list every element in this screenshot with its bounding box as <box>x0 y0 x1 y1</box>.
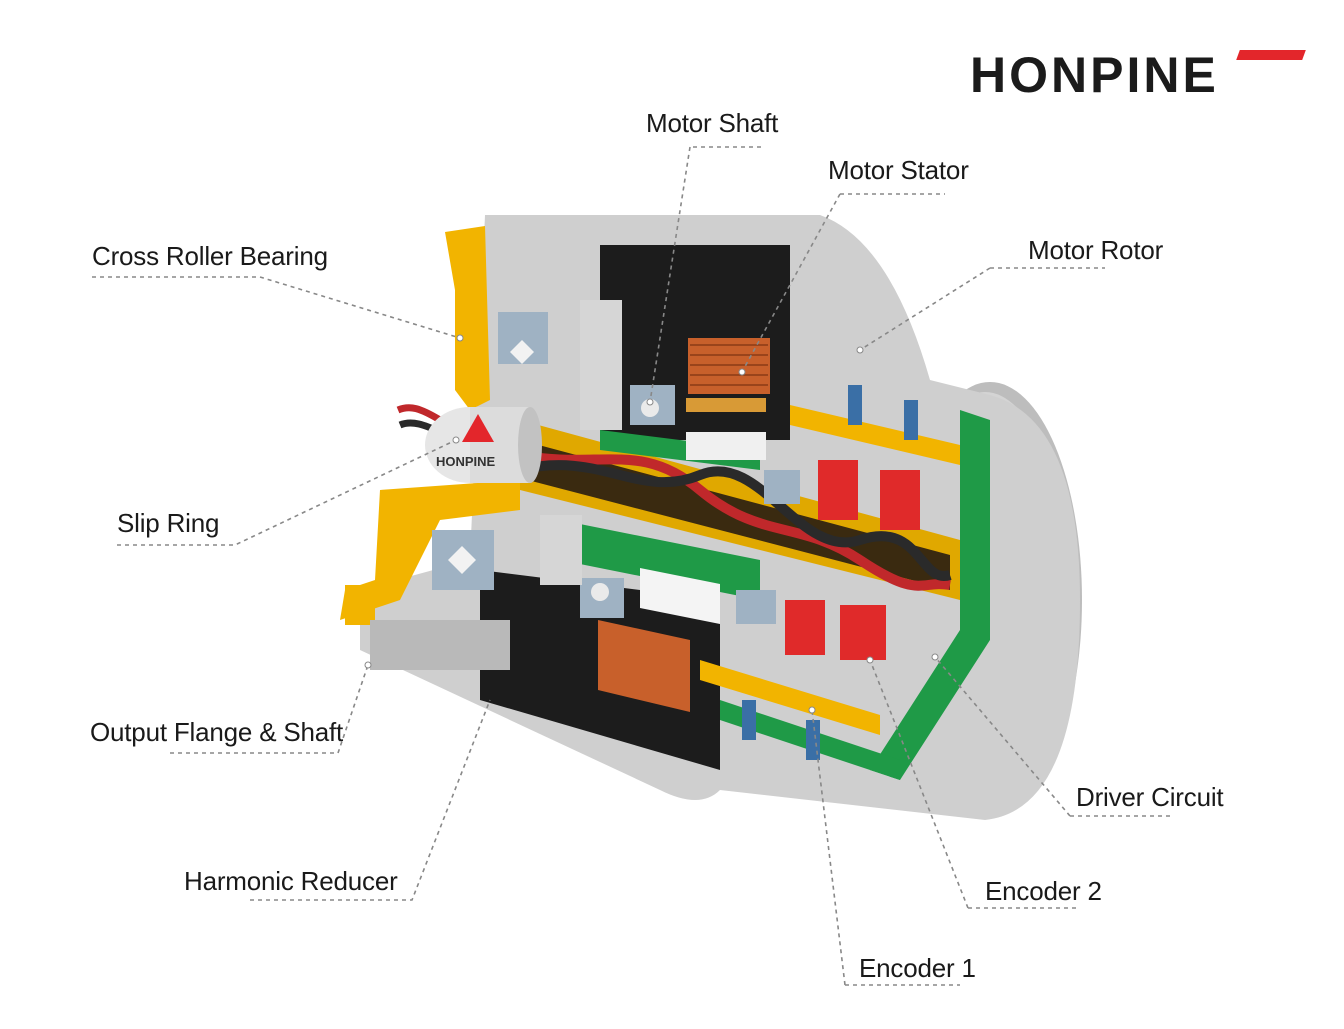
output-flange-lower <box>340 480 520 620</box>
leader-driver-circuit <box>934 656 1170 817</box>
encoder-disc-lower <box>700 660 880 735</box>
leader-encoder-1 <box>811 709 960 986</box>
brand-logo: HONPINE <box>970 47 1219 103</box>
label-driver-circuit: Driver Circuit <box>1076 782 1224 812</box>
leader-motor-stator <box>741 193 945 373</box>
connector-2 <box>880 470 920 530</box>
label-encoder-2: Encoder 2 <box>985 876 1102 906</box>
connector-3 <box>785 600 825 655</box>
leader-motor-shaft <box>649 146 765 403</box>
connector-1 <box>818 460 858 520</box>
label-cross-roller-bearing: Cross Roller Bearing <box>92 241 328 271</box>
label-encoder-1: Encoder 1 <box>859 953 976 983</box>
connector-4 <box>840 605 886 660</box>
pcb-board <box>560 520 760 600</box>
leader-cross-roller-bearing <box>92 276 461 339</box>
harmonic-reducer-parts <box>370 620 510 670</box>
leader-endpoints <box>364 334 939 714</box>
leader-encoder-2 <box>869 659 1080 909</box>
label-motor-stator: Motor Stator <box>828 155 969 185</box>
leader-harmonic-reducer <box>250 699 491 901</box>
label-motor-shaft: Motor Shaft <box>646 108 779 138</box>
label-motor-rotor: Motor Rotor <box>1028 235 1164 265</box>
slip-ring-logo-icon <box>462 414 494 442</box>
label-slip-ring: Slip Ring <box>117 508 220 538</box>
leader-slip-ring <box>117 439 457 546</box>
stator-winding-lower <box>598 620 690 712</box>
brand-accent-mark <box>1236 50 1306 60</box>
encoder-disc-upper <box>790 405 960 465</box>
leader-output-flange <box>170 664 369 754</box>
slip-ring-brand-text: HONPINE <box>436 454 496 469</box>
label-output-flange-shaft: Output Flange & Shaft <box>90 717 344 747</box>
label-harmonic-reducer: Harmonic Reducer <box>184 866 398 896</box>
leader-motor-rotor <box>859 267 1105 351</box>
driver-circuit-board <box>870 410 990 780</box>
red-cable <box>519 450 951 591</box>
leader-lines <box>92 146 1170 986</box>
output-flange-upper <box>445 226 490 410</box>
